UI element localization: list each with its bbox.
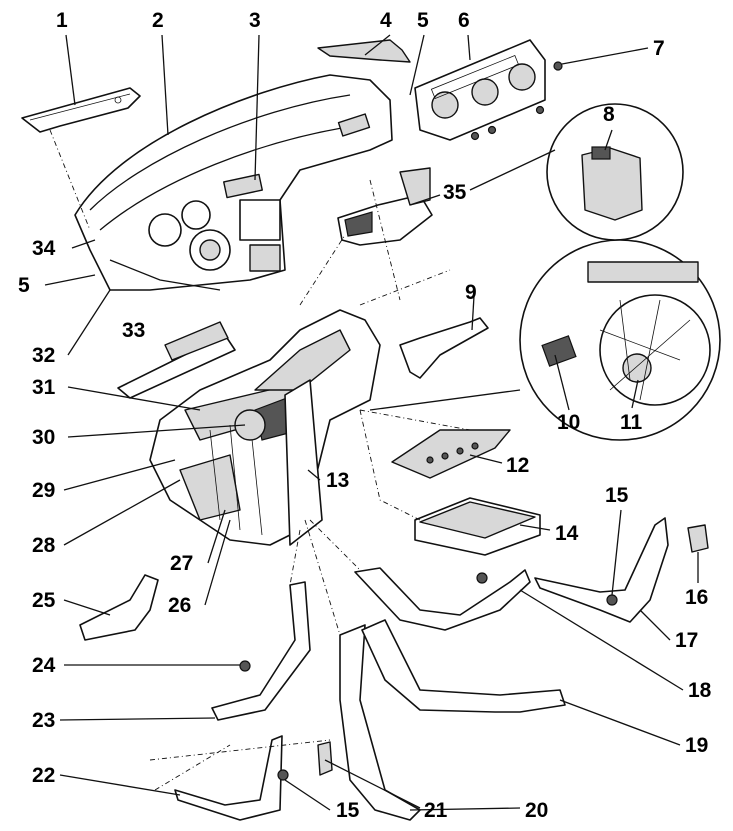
part-17-side-duct <box>534 517 669 623</box>
part-15-clip-lower <box>277 769 289 781</box>
callout-4: 4 <box>380 9 392 32</box>
part-18-side-duct <box>354 567 531 631</box>
callout-35: 35 <box>443 181 467 204</box>
callout-25: 25 <box>32 589 56 612</box>
part-33-duct <box>117 321 236 399</box>
callout-8: 8 <box>603 103 615 126</box>
callout-15-upper: 15 <box>605 484 629 507</box>
part-1-trim-strip <box>21 87 141 133</box>
part-24-clip <box>239 660 251 672</box>
callout-33: 33 <box>122 319 146 342</box>
part-25-footwell-duct <box>79 574 159 641</box>
callout-28: 28 <box>32 534 56 557</box>
callout-3: 3 <box>249 9 261 32</box>
callout-31: 31 <box>32 376 56 399</box>
callout-32: 32 <box>32 344 56 367</box>
callout-15-lower: 15 <box>336 799 360 822</box>
callout-34: 34 <box>32 237 56 260</box>
assembly-lines <box>49 129 471 791</box>
callout-21: 21 <box>424 799 448 822</box>
callout-9: 9 <box>465 281 477 304</box>
part-23-rear-duct-left <box>211 581 311 721</box>
part-20-center-duct <box>339 624 421 821</box>
part-7-screws <box>470 61 563 141</box>
callout-30: 30 <box>32 426 56 449</box>
callout-13: 13 <box>326 469 350 492</box>
callout-7: 7 <box>653 37 665 60</box>
callout-16: 16 <box>685 586 709 609</box>
callout-24: 24 <box>32 654 56 677</box>
heater-box-assembly <box>149 309 381 546</box>
part-21-connector <box>317 741 333 776</box>
callout-22: 22 <box>32 764 56 787</box>
callout-20: 20 <box>525 799 549 822</box>
detail-circle-actuator <box>469 103 684 241</box>
callout-27: 27 <box>170 552 194 575</box>
part-14-cabin-filter <box>414 497 541 556</box>
part-4-side-trim <box>317 39 411 63</box>
callout-2: 2 <box>152 9 164 32</box>
part-35-air-vent <box>337 167 433 246</box>
callout-14: 14 <box>555 522 579 545</box>
callout-1: 1 <box>56 9 68 32</box>
callout-11: 11 <box>620 411 643 434</box>
callout-12: 12 <box>506 454 530 477</box>
part-22-rear-duct <box>174 735 283 821</box>
callout-5-left: 5 <box>18 274 30 297</box>
part-12-cover-plate <box>391 429 511 479</box>
part-6-control-panel <box>414 39 546 141</box>
callout-10: 10 <box>557 411 581 434</box>
part-19-rear-duct-right <box>361 619 566 713</box>
callout-18: 18 <box>688 679 712 702</box>
detail-circle-blower <box>369 239 721 441</box>
callout-5-top: 5 <box>417 9 429 32</box>
part-15-clip-upper <box>606 594 618 606</box>
part-9-bracket <box>399 317 489 379</box>
callout-17: 17 <box>675 629 699 652</box>
callout-29: 29 <box>32 479 56 502</box>
part-2-dashboard <box>74 74 393 291</box>
part-16-connector <box>687 524 709 553</box>
leader-lines <box>44 34 699 811</box>
callout-6: 6 <box>458 9 470 32</box>
callout-26: 26 <box>168 594 192 617</box>
callout-19: 19 <box>685 734 709 757</box>
callout-23: 23 <box>32 709 56 732</box>
